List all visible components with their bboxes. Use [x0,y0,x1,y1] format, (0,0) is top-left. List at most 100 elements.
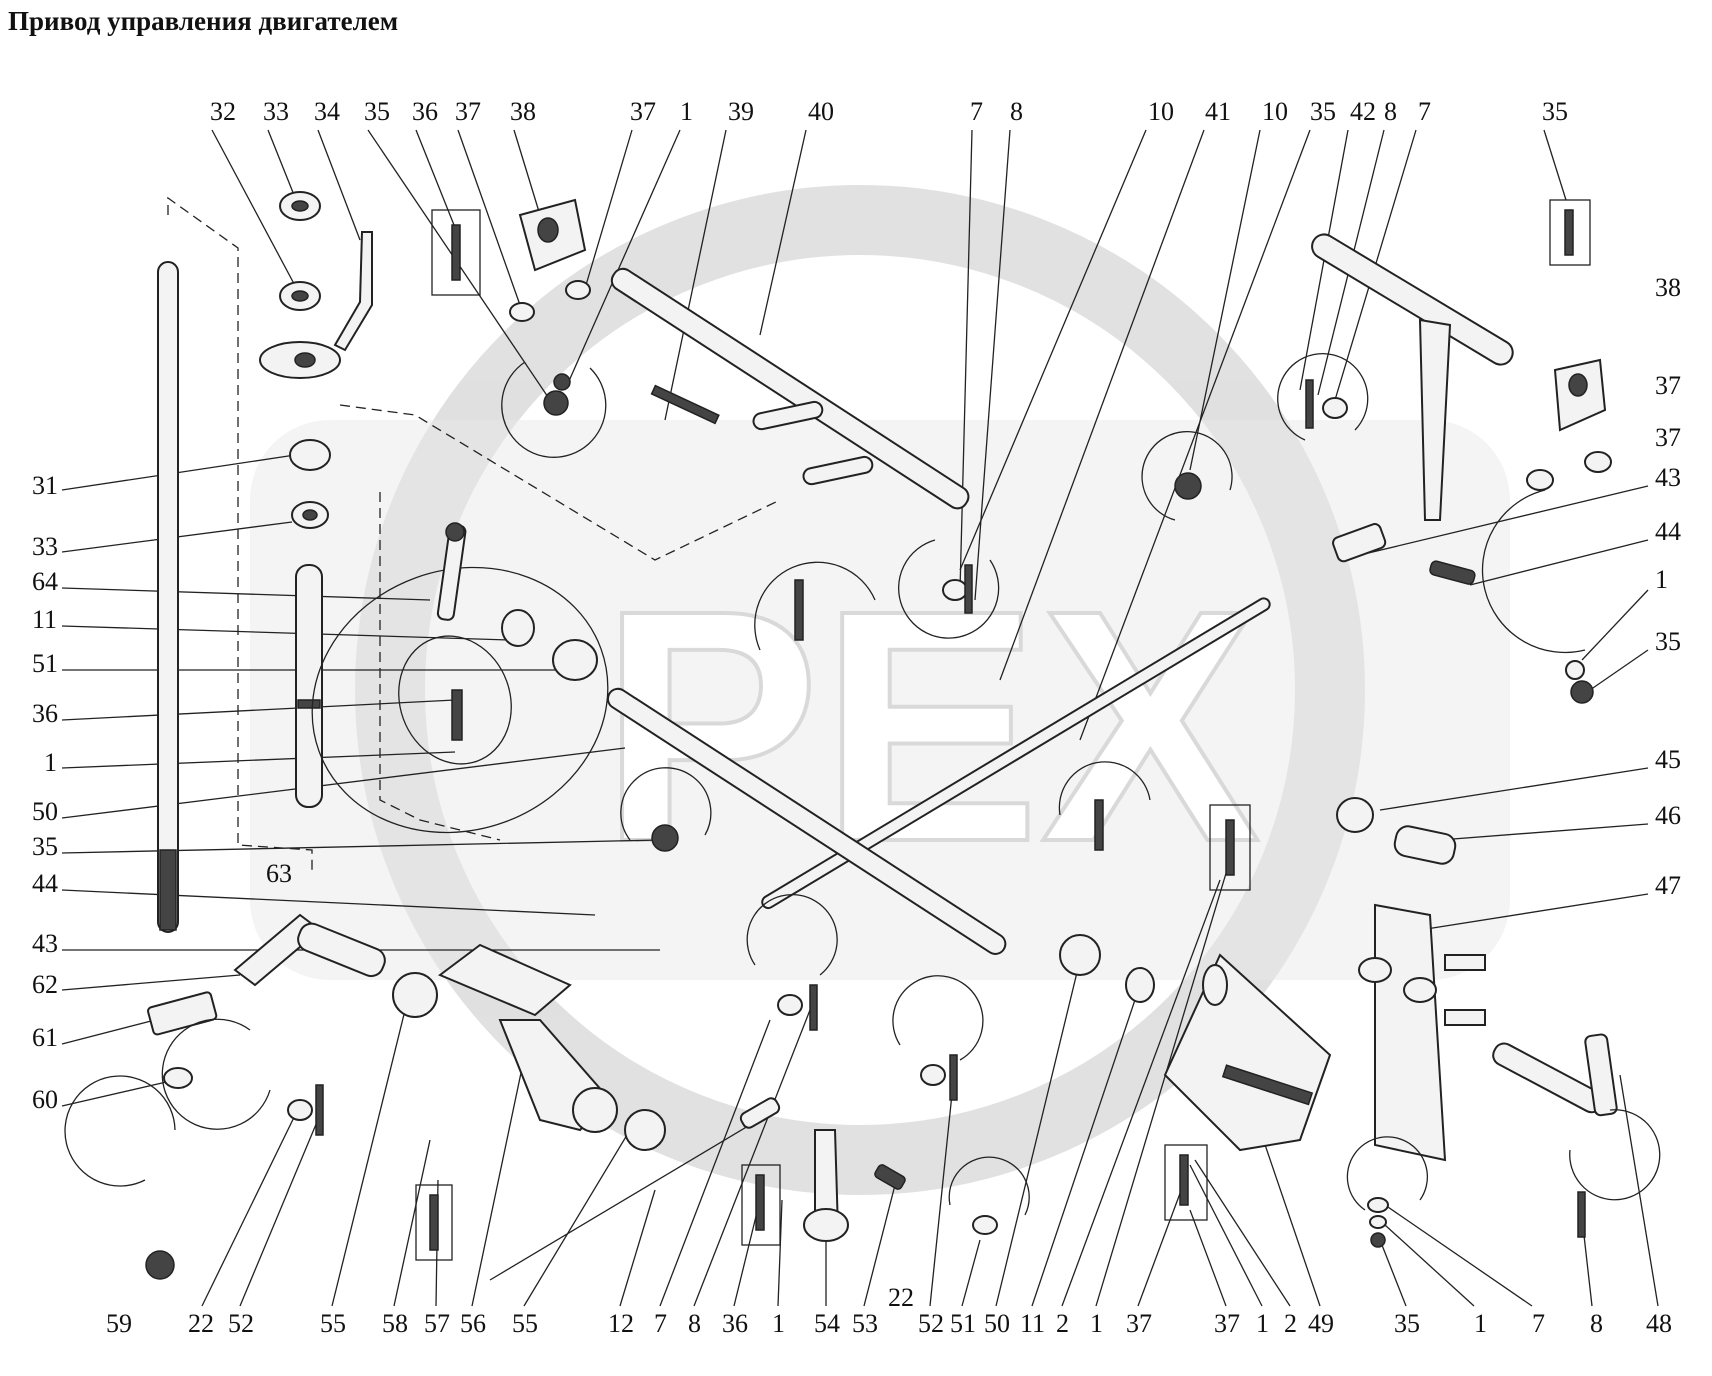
nut-31 [289,439,331,471]
pin-7-right [1305,379,1314,429]
detail-circle-right-1-35 [1481,489,1586,654]
detail-circle-7-8-bottom [746,894,838,976]
lever-54 [803,1129,849,1242]
shaft-40 [610,267,970,510]
bent-lever-34 [259,231,373,379]
nut-35-right [1570,680,1594,704]
frame-2-1 [1209,804,1251,891]
detail-circle-7-8 [897,539,1000,639]
callout-number: 35 [1394,1309,1420,1338]
callout-number: 22 [888,1283,914,1312]
callout-number: 53 [852,1309,878,1338]
callout-number: 35 [1542,97,1568,126]
leader-line [393,1139,431,1307]
detail-circle-35-mid [620,767,712,841]
leader-line [564,129,681,391]
nut-59 [145,1250,175,1280]
leader-line [693,1009,811,1307]
callout-number: 7 [654,1309,667,1338]
callout-number: 1 [1474,1309,1487,1338]
leader-line [759,129,807,336]
callout-number: 34 [314,97,340,126]
callout-number: 10 [1148,97,1174,126]
callout-number: 63 [266,859,292,888]
bracket-38-right [1553,358,1607,432]
leader-line [1543,129,1567,201]
callout-number: 1 [772,1309,785,1338]
leader-line [1079,129,1311,741]
washer-8-right [1322,397,1348,419]
leader-line [777,1199,783,1307]
detail-circle-2 [1058,761,1151,816]
leader-line [1189,1209,1227,1307]
leader-line [61,751,456,769]
detail-circle-59 [64,1075,176,1187]
pin-mid [794,579,804,641]
callout-number: 51 [950,1309,976,1338]
callout-number: 37 [1126,1309,1152,1338]
spring-46 [1393,825,1457,865]
nut-33-lower [291,501,329,529]
plate-assembly-47 [1358,903,1486,1162]
detail-circle-10 [1141,431,1233,521]
callout-number: 48 [1646,1309,1672,1338]
callout-number: 59 [106,1309,132,1338]
callout-number: 33 [263,97,289,126]
leader-line [211,129,301,296]
washer-1-bottom [1369,1215,1387,1229]
leader-line [61,747,626,819]
callout-number: 54 [814,1309,840,1338]
leader-line [1189,1164,1263,1307]
detail-circle-51 [948,1156,1030,1216]
callout-number: 57 [424,1309,450,1338]
callout-number: 55 [320,1309,346,1338]
callout-number: 42 [1350,97,1376,126]
plate-49 [1163,953,1332,1152]
washer-11 [501,609,535,647]
bolt-35-right [1564,209,1574,256]
frame-36-1-bottom [741,1164,781,1246]
callout-number: 38 [510,97,536,126]
leader-line [61,587,431,601]
leader-line [1379,767,1649,811]
callout-number: 12 [608,1309,634,1338]
callout-number: 43 [1655,463,1681,492]
nut-35 [543,390,569,416]
callout-number: 46 [1655,801,1681,830]
callout-number: 2 [1284,1309,1297,1338]
leader-line [61,889,596,916]
callout-number: 1 [1655,565,1668,594]
bolt-frame-35-right [1549,199,1591,266]
washer-8-mid [942,579,968,601]
callout-number: 58 [382,1309,408,1338]
callout-number: 45 [1655,745,1681,774]
lever-64 [436,522,467,621]
callout-number: 11 [1020,1309,1045,1338]
leader-line [471,1029,531,1307]
callout-number: 44 [32,869,58,898]
bolt-39 [650,384,720,425]
pin-52-left [315,1084,324,1136]
frame-37-bottom [1164,1144,1208,1221]
callout-number: 56 [460,1309,486,1338]
pin-7-bottom [809,984,818,1031]
leader-line [619,1189,656,1307]
callout-number: 61 [32,1023,58,1052]
washer-37-b [565,280,591,300]
nut-35-mid [651,824,679,852]
long-vertical-rod [157,261,179,933]
callout-number: 44 [1655,517,1681,546]
leader-line [999,129,1205,681]
diagram-title: Привод управления двигателем [8,6,399,36]
leader-line [1031,984,1141,1307]
callout-number: 8 [1010,97,1023,126]
callout-number: 8 [1590,1309,1603,1338]
leader-line [959,129,973,591]
bushing-55-b [624,1109,666,1151]
detail-circle-pin [754,561,876,651]
leader-line [317,129,361,241]
bushing-55-a [392,972,438,1018]
callout-number: 60 [32,1085,58,1114]
detail-circle-42 [1277,352,1369,441]
